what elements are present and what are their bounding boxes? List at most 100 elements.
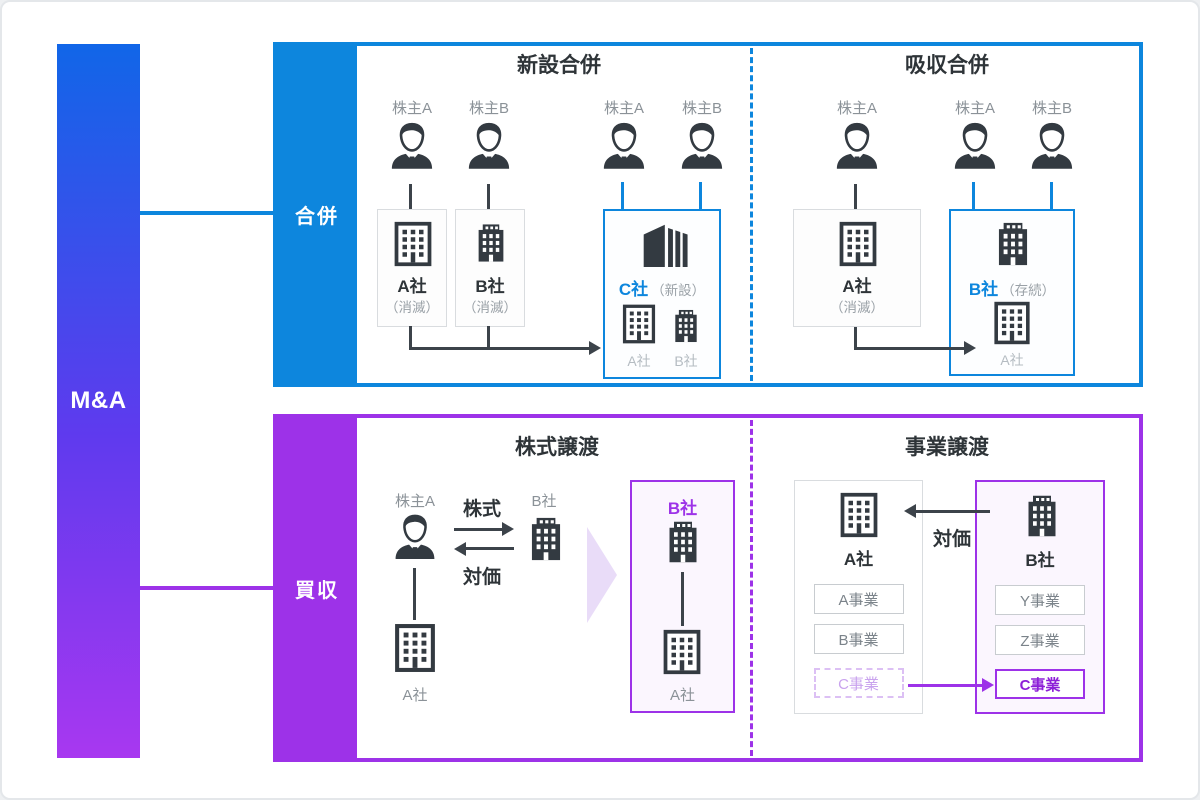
shareholder-label: 株主B bbox=[468, 100, 509, 117]
stub-line-blue bbox=[972, 182, 975, 209]
building-outline-icon bbox=[834, 220, 882, 268]
business-chip-transferring: C事業 bbox=[813, 668, 904, 698]
company-status: （消滅） bbox=[830, 300, 884, 315]
company-a-box: A社 A事業 B事業 C事業 bbox=[794, 480, 923, 714]
company-name: C社 bbox=[618, 280, 649, 299]
merger-branch-label: 合併 bbox=[295, 206, 339, 228]
absorbed-company-label: A社 bbox=[1000, 352, 1024, 368]
merge-line bbox=[854, 327, 857, 349]
business-chip-transferred: C事業 bbox=[995, 669, 1085, 699]
acquisition-divider-dashed bbox=[750, 420, 753, 756]
company-a-box: A社 （消滅） bbox=[377, 209, 447, 327]
company-status: （新設） bbox=[651, 283, 706, 298]
building-solid-icon bbox=[1018, 492, 1066, 540]
arrowhead-left bbox=[904, 504, 916, 518]
arrowhead-right bbox=[589, 341, 601, 355]
business-chip: Z事業 bbox=[995, 625, 1085, 655]
stub-line-blue bbox=[699, 182, 702, 209]
business-chip: A事業 bbox=[813, 584, 904, 614]
stub-line-blue bbox=[621, 182, 624, 209]
transition-chevron-icon bbox=[587, 527, 617, 623]
subsidiary-label: A社 bbox=[669, 687, 695, 704]
building-outline-icon bbox=[989, 300, 1035, 346]
absorbed-company-label: B社 bbox=[674, 353, 698, 369]
person-icon bbox=[596, 118, 652, 174]
kyushu-title: 吸収合併 bbox=[905, 54, 989, 77]
company-name: A社 bbox=[397, 277, 427, 296]
mna-root-bar: M&A bbox=[57, 44, 140, 758]
shinsetsu-title: 新設合併 bbox=[517, 54, 601, 77]
consideration-arrow-line bbox=[466, 547, 514, 550]
arrowhead-right bbox=[502, 522, 514, 536]
person-icon bbox=[461, 118, 517, 174]
company-name: B社 bbox=[667, 499, 698, 518]
shareholder-label: 株主B bbox=[1031, 100, 1072, 117]
shareholder-label: 株主A bbox=[394, 493, 435, 510]
business-chip: B事業 bbox=[813, 624, 904, 654]
company-name: B社 bbox=[968, 280, 999, 299]
company-a-label: A社 bbox=[402, 687, 428, 704]
consideration-label: 対価 bbox=[462, 567, 501, 588]
building-solid-icon bbox=[521, 514, 571, 564]
merge-line bbox=[409, 347, 591, 350]
company-status: （消滅） bbox=[463, 300, 517, 315]
building-outline-icon bbox=[389, 622, 441, 674]
connector-acquisition bbox=[140, 586, 273, 590]
ownership-line bbox=[681, 572, 684, 626]
jigyo-title: 事業譲渡 bbox=[905, 436, 989, 459]
person-icon bbox=[947, 118, 1003, 174]
company-b-box: B社 （消滅） bbox=[455, 209, 525, 327]
acquisition-branch-label: 買収 bbox=[295, 579, 339, 602]
company-name: A社 bbox=[842, 277, 872, 296]
arrowhead-right bbox=[964, 341, 976, 355]
person-icon bbox=[384, 118, 440, 174]
connector-merger bbox=[140, 211, 273, 215]
building-outline-icon bbox=[618, 303, 660, 345]
shareholder-label: 株主A bbox=[391, 100, 432, 117]
building-solid-icon bbox=[469, 220, 513, 266]
ownership-line bbox=[413, 568, 416, 620]
company-a-box: A社 （消滅） bbox=[793, 209, 921, 327]
company-c-box: C社 （新設） A社 B社 bbox=[603, 209, 721, 379]
building-outline-icon bbox=[835, 491, 883, 539]
stub-line bbox=[487, 184, 490, 209]
arrowhead-right-purple bbox=[982, 678, 994, 692]
shareholder-label: 株主A bbox=[836, 100, 877, 117]
acquisition-branch-band: 買収 bbox=[277, 418, 357, 758]
building-outline-icon bbox=[389, 220, 437, 268]
merge-line bbox=[487, 326, 490, 349]
consideration-arrow-line bbox=[916, 510, 990, 513]
absorbed-company-label: A社 bbox=[627, 353, 651, 369]
stub-line bbox=[409, 184, 412, 209]
company-name-row: C社 （新設） bbox=[605, 275, 719, 300]
building-3d-icon bbox=[638, 219, 690, 271]
company-b-label: B社 bbox=[531, 493, 557, 510]
stock-label: 株式 bbox=[462, 499, 501, 520]
arrowhead-left bbox=[454, 542, 466, 556]
building-solid-icon bbox=[667, 307, 705, 345]
shareholder-label: 株主A bbox=[603, 100, 644, 117]
stub-line bbox=[854, 184, 857, 209]
company-status: （存続） bbox=[1001, 283, 1056, 298]
company-name: B社 bbox=[475, 277, 505, 296]
company-status: （消滅） bbox=[385, 300, 439, 315]
person-icon bbox=[1024, 118, 1080, 174]
kabushiki-title: 株式譲渡 bbox=[515, 436, 599, 459]
company-name-row: B社 （存続） bbox=[951, 275, 1073, 300]
person-icon bbox=[674, 118, 730, 174]
person-icon bbox=[829, 118, 885, 174]
stock-arrow-line bbox=[454, 528, 502, 531]
building-solid-icon bbox=[659, 518, 707, 566]
stub-line-blue bbox=[1050, 182, 1053, 209]
company-name: A社 bbox=[843, 550, 874, 569]
merger-divider-dashed bbox=[750, 48, 753, 381]
shareholder-label: 株主A bbox=[954, 100, 995, 117]
merger-branch-band: 合併 bbox=[277, 46, 357, 383]
result-box: B社 A社 bbox=[630, 480, 735, 713]
company-b-box: B社 Y事業 Z事業 C事業 bbox=[975, 480, 1105, 714]
person-icon bbox=[388, 510, 442, 564]
business-chip: Y事業 bbox=[995, 585, 1085, 615]
building-outline-icon bbox=[658, 628, 706, 676]
merge-line bbox=[409, 326, 412, 349]
